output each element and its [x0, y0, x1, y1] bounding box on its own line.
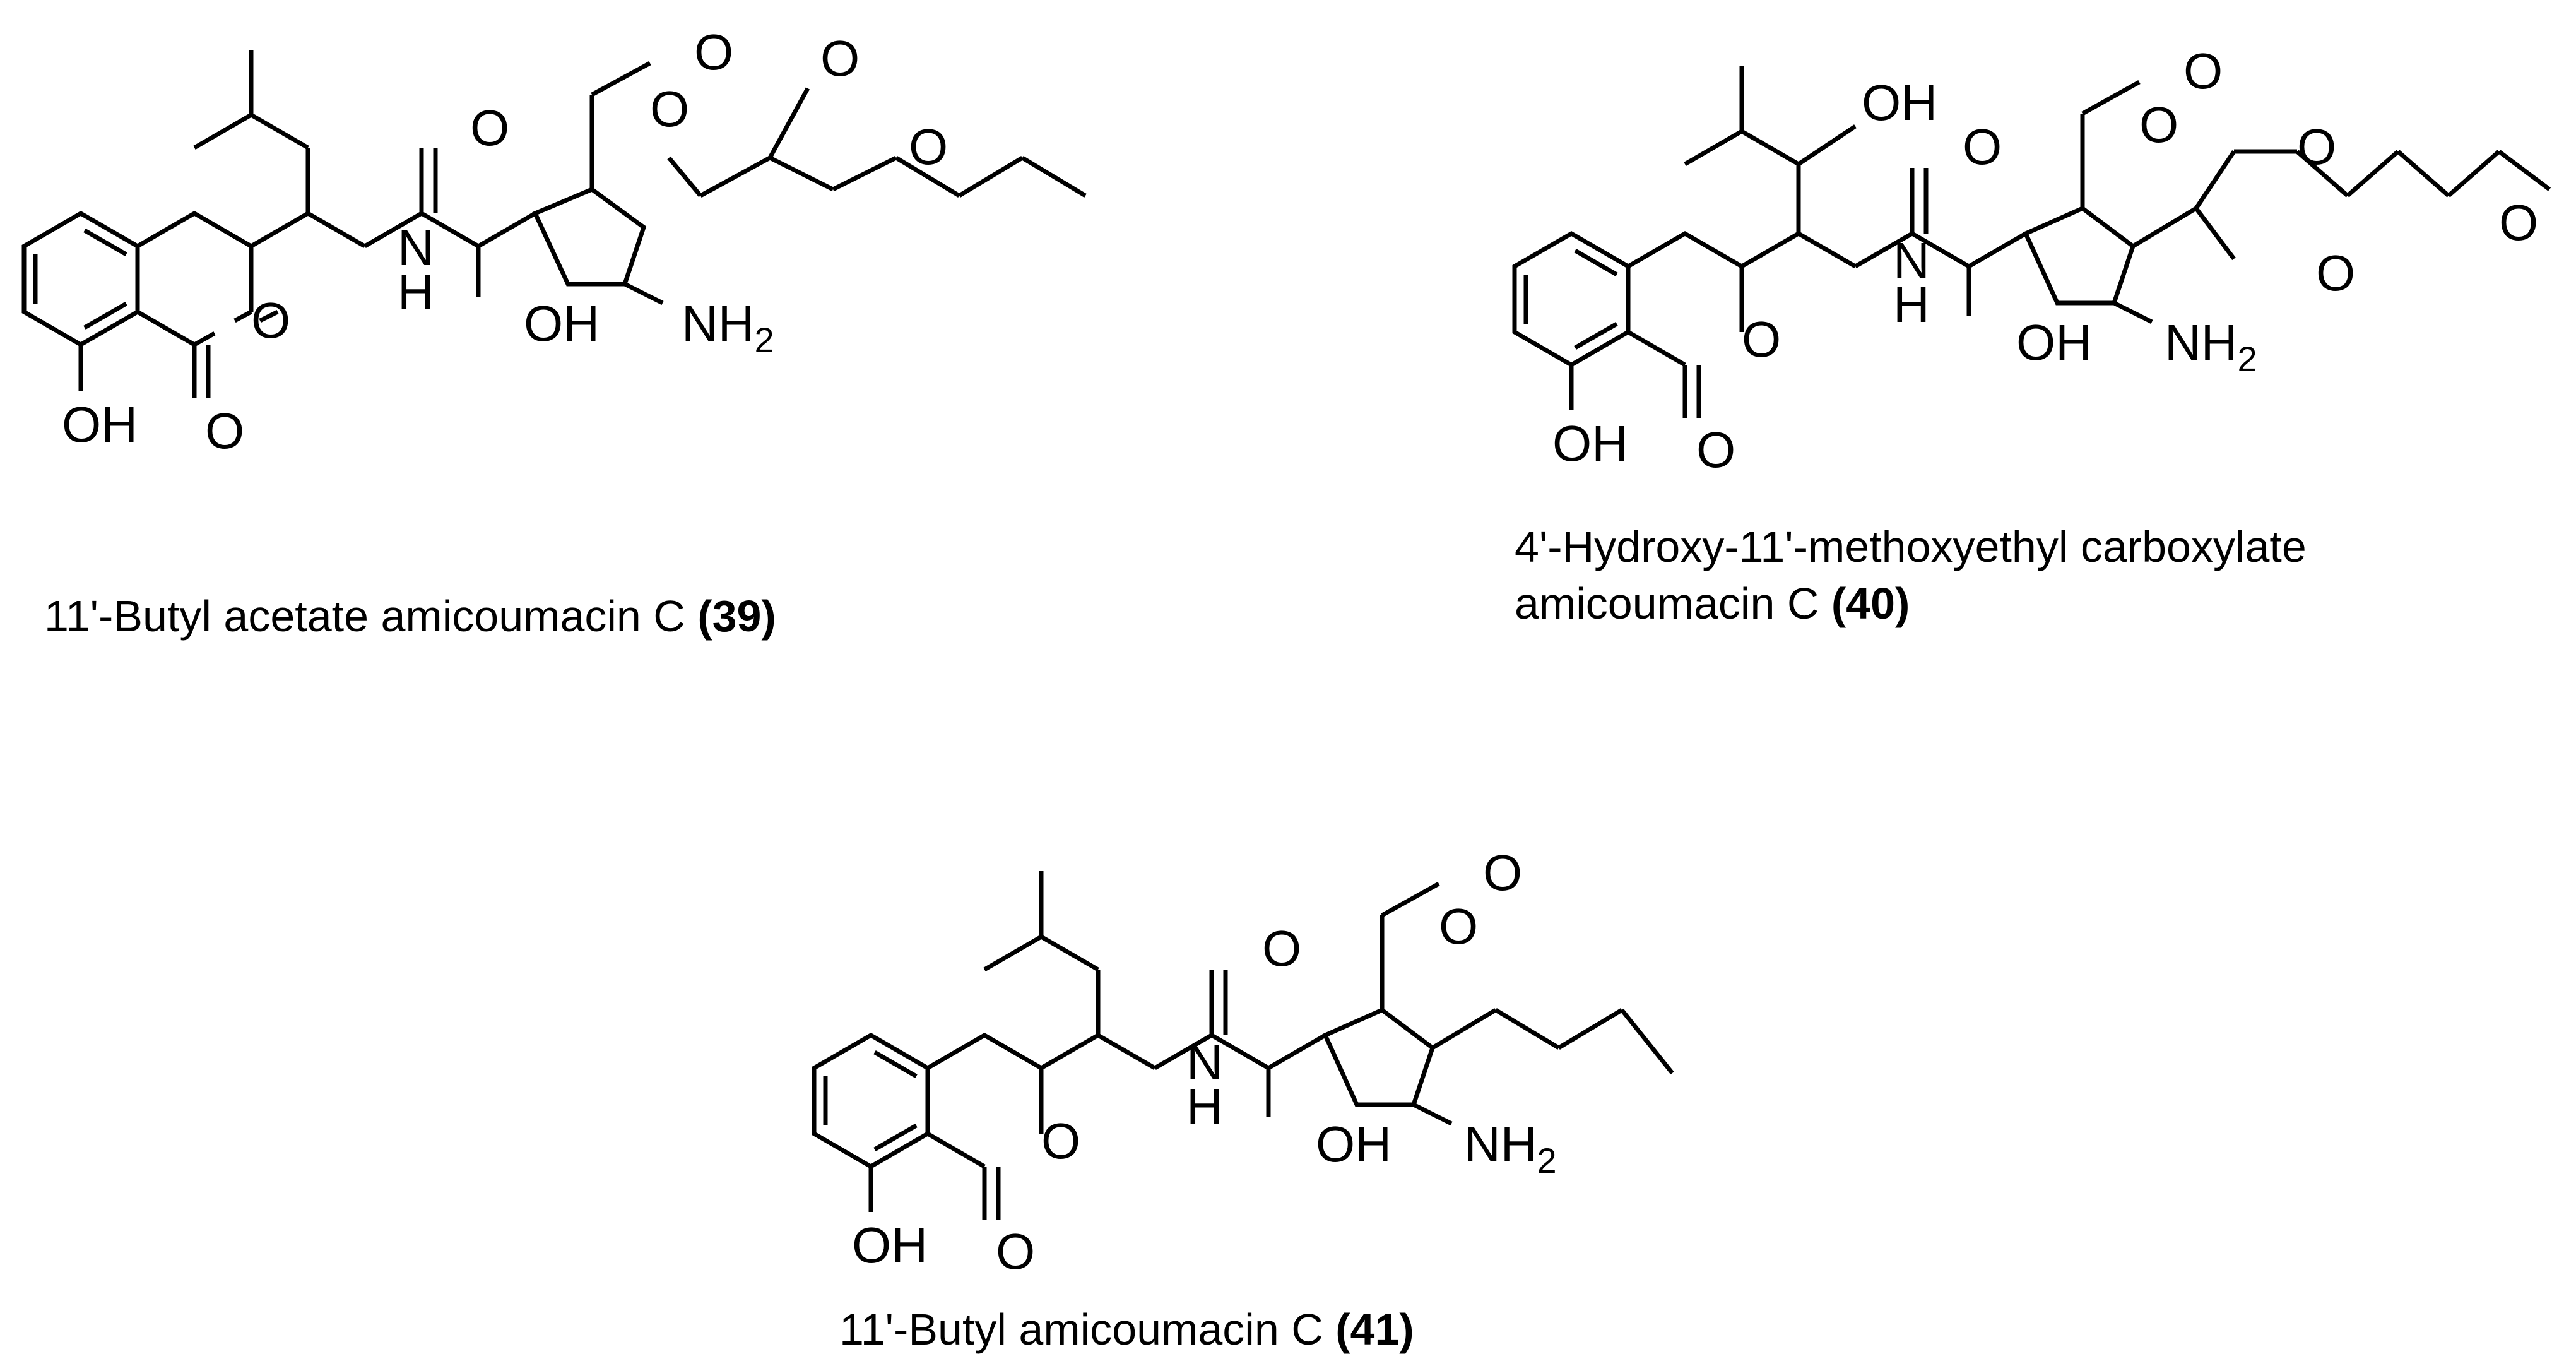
side-oh-label: OH: [2016, 314, 2092, 371]
compound-39-atom-labels: OH O O N H O OH O O NH2 O O: [62, 24, 948, 459]
compound-39-caption: 11'-Butyl acetate amicoumacin C (39): [44, 591, 776, 641]
lactone-ring-o-label: O: [251, 292, 290, 348]
side-oh-label: OH: [524, 295, 600, 352]
compound-39-bonds: [21, 50, 1087, 398]
amide-n-label: N: [1186, 1034, 1223, 1090]
furanone-ring-o-label: O: [1439, 898, 1478, 954]
furanone-ring-o-label: O: [650, 81, 689, 137]
ester-o-label: O: [909, 119, 948, 175]
amide-o-label: O: [1262, 920, 1301, 977]
oh-phenol-label: OH: [852, 1217, 928, 1273]
compound-40-caption-line-1: 4'-Hydroxy-11'-methoxyethyl carboxylate: [1515, 522, 2307, 571]
lactone-ring-o-label: O: [1041, 1113, 1080, 1169]
side-oh-label: OH: [1316, 1116, 1391, 1172]
amide-n-label: N: [1893, 232, 1930, 288]
compound-40-structure: OH O O OH N H O OH O O NH2 O O O: [1512, 43, 2551, 478]
amide-n-label: N: [398, 220, 434, 276]
lactone-ring-o-label: O: [1742, 311, 1781, 367]
amine-label: NH2: [1464, 1116, 1557, 1180]
ester-carbonyl-o-label: O: [820, 30, 860, 86]
furanone-carbonyl-o-label: O: [1483, 845, 1522, 901]
compound-41-caption: 11'-Butyl amicoumacin C (41): [839, 1305, 1414, 1354]
furanone-carbonyl-o-label: O: [694, 24, 733, 80]
ether-o-label: O: [2499, 194, 2538, 251]
compound-41-structure: OH O O N H O OH O O NH2: [812, 845, 1674, 1280]
compound-40-bonds: [1512, 66, 2551, 418]
amide-o-label: O: [470, 100, 509, 156]
oh-phenol-label: OH: [1552, 415, 1628, 472]
furanone-carbonyl-o-label: O: [2183, 43, 2223, 99]
amide-o-label: O: [1963, 119, 2002, 175]
compound-40-caption-line-2: amicoumacin C (40): [1515, 579, 1910, 628]
top-oh-label: OH: [1862, 74, 1937, 131]
amide-h-label: H: [398, 264, 434, 320]
lactone-carbonyl-o-label: O: [996, 1223, 1035, 1280]
compound-40-atom-labels: OH O O OH N H O OH O O NH2 O O O: [1552, 43, 2538, 478]
ester-o-label: O: [2297, 119, 2336, 175]
amine-label: NH2: [682, 295, 774, 360]
ester-carbonyl-o-label: O: [2316, 245, 2355, 301]
oh-phenol-label: OH: [62, 396, 138, 453]
amine-label: NH2: [2165, 314, 2257, 379]
amide-h-label: H: [1893, 276, 1930, 333]
amide-h-label: H: [1186, 1078, 1223, 1134]
compound-39-structure: OH O O N H O OH O O NH2 O O: [21, 24, 1087, 459]
lactone-carbonyl-o-label: O: [1696, 422, 1735, 478]
furanone-ring-o-label: O: [2139, 97, 2178, 153]
compound-41-atom-labels: OH O O N H O OH O O NH2: [852, 845, 1557, 1280]
lactone-carbonyl-o-label: O: [205, 403, 244, 459]
compound-41-bonds: [812, 871, 1674, 1220]
